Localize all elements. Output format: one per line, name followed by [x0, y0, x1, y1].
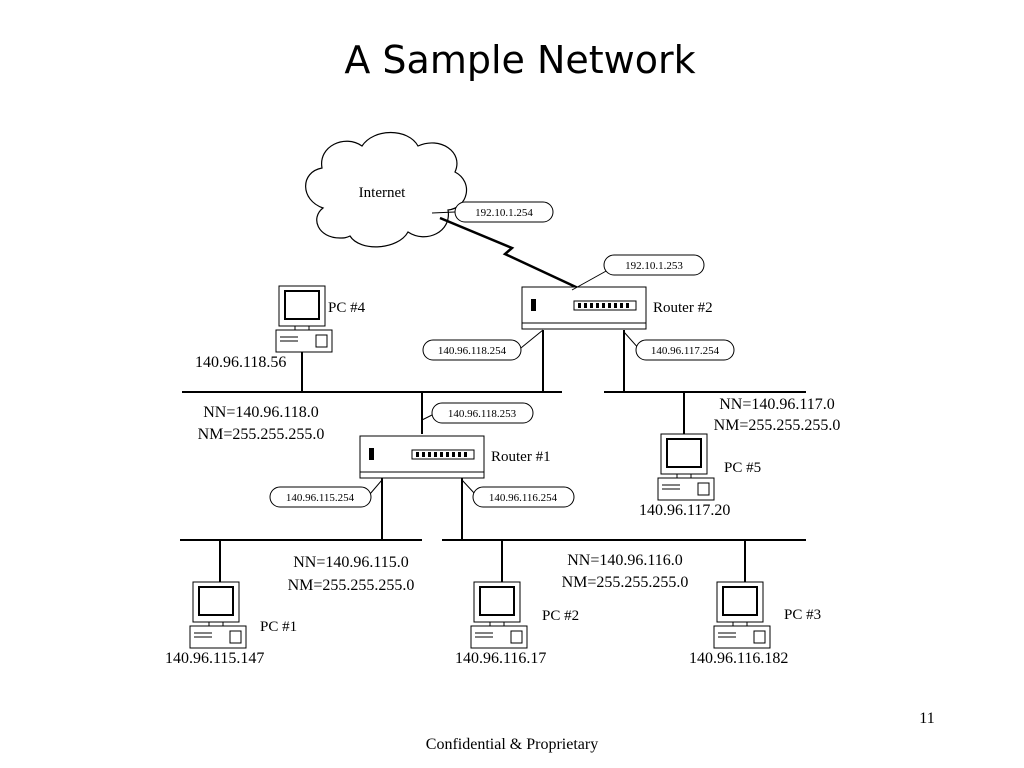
router-1-label: Router #1 [491, 449, 551, 465]
desktop-computer-icon [657, 433, 715, 501]
interface-label: 140.96.118.254 [438, 345, 507, 357]
router-icon [521, 286, 647, 330]
interface-label: 140.96.116.254 [489, 492, 558, 504]
router-1: Router #1 [359, 435, 551, 479]
callout-140-96-116-254: 140.96.116.254 [461, 479, 575, 508]
network-mask: NM=255.255.255.0 [288, 577, 415, 594]
router-2-label: Router #2 [653, 300, 713, 316]
cloud-label: Internet [359, 185, 406, 201]
network-number: NN=140.96.115.0 [293, 554, 409, 571]
interface-label: 192.10.1.254 [475, 207, 533, 219]
pc-1: PC #1 140.96.115.147 [165, 581, 297, 667]
network-number: NN=140.96.117.0 [719, 396, 835, 413]
network-mask: NM=255.255.255.0 [198, 426, 325, 443]
pc-5-label: PC #5 [724, 460, 761, 476]
pc-2-label: PC #2 [542, 608, 579, 624]
router-icon [359, 435, 485, 479]
network-number: NN=140.96.116.0 [567, 552, 683, 569]
callout-140-96-115-254: 140.96.115.254 [269, 479, 383, 508]
drop-lines [219, 330, 746, 582]
network-117-info: NN=140.96.117.0 NM=255.255.255.0 [714, 396, 841, 434]
network-118-info: NN=140.96.118.0 NM=255.255.255.0 [198, 404, 325, 443]
pc-5: PC #5 140.96.117.20 [639, 433, 761, 519]
interface-label: 140.96.115.254 [286, 492, 355, 504]
pc-3-label: PC #3 [784, 607, 821, 623]
pc-5-ip: 140.96.117.20 [639, 502, 730, 519]
pc-1-ip: 140.96.115.147 [165, 650, 264, 667]
pc-4: PC #4 140.96.118.56 [195, 285, 366, 371]
desktop-computer-icon [470, 581, 528, 649]
router-2: Router #2 [521, 286, 713, 330]
pc-4-ip: 140.96.118.56 [195, 354, 286, 371]
interface-label: 140.96.117.254 [651, 345, 720, 357]
interface-label: 140.96.118.253 [448, 408, 517, 420]
internet-cloud: Internet [305, 132, 468, 248]
network-115-info: NN=140.96.115.0 NM=255.255.255.0 [288, 554, 415, 594]
footer-text: Confidential & Proprietary [426, 736, 598, 753]
network-mask: NM=255.255.255.0 [562, 574, 689, 591]
callout-140-96-117-254: 140.96.117.254 [623, 331, 735, 361]
page-title: A Sample Network [344, 38, 695, 82]
network-116-info: NN=140.96.116.0 NM=255.255.255.0 [562, 552, 689, 591]
pc-3-ip: 140.96.116.182 [689, 650, 788, 667]
interface-label: 192.10.1.253 [625, 260, 683, 272]
network-mask: NM=255.255.255.0 [714, 417, 841, 434]
desktop-computer-icon [189, 581, 247, 649]
callout-192-10-1-254: 192.10.1.254 [431, 201, 554, 223]
pc-2-ip: 140.96.116.17 [455, 650, 546, 667]
callout-140-96-118-253: 140.96.118.253 [421, 402, 534, 424]
pc-2: PC #2 140.96.116.17 [455, 581, 579, 667]
desktop-computer-icon [275, 285, 333, 353]
callout-140-96-118-254: 140.96.118.254 [422, 329, 544, 361]
desktop-computer-icon [713, 581, 771, 649]
pc-4-label: PC #4 [328, 300, 366, 316]
pc-3: PC #3 140.96.116.182 [689, 581, 821, 667]
cloud-icon [305, 132, 468, 248]
network-number: NN=140.96.118.0 [203, 404, 319, 421]
callout-192-10-1-253: 192.10.1.253 [571, 254, 705, 291]
pc-1-label: PC #1 [260, 619, 297, 635]
page-number: 11 [919, 710, 934, 727]
serial-link-icon [439, 216, 579, 290]
